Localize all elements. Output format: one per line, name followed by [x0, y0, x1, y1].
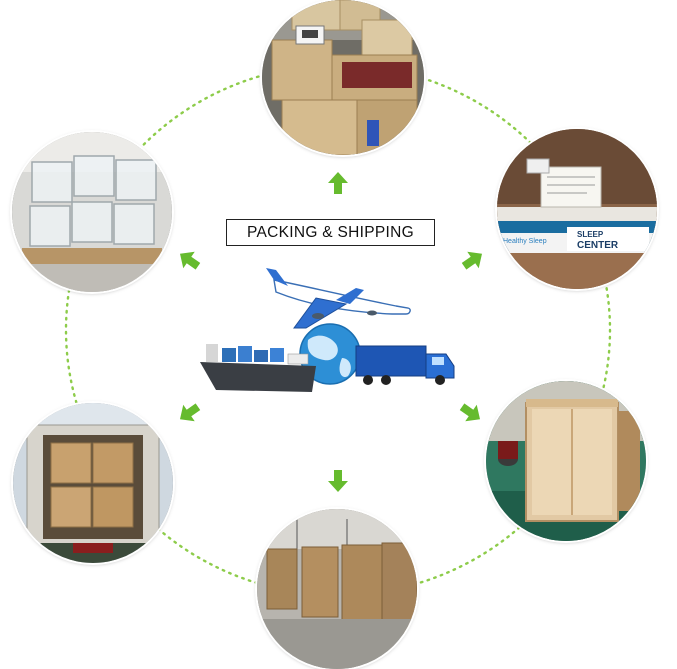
arrow-lower-right-icon [456, 398, 487, 429]
arrow-down-icon [327, 470, 349, 492]
photo-warehouse [257, 509, 417, 669]
airplane-icon [266, 268, 411, 329]
label-sleep: SLEEP [577, 230, 604, 239]
arrow-up-icon [327, 172, 349, 194]
arrow-upper-left-icon [174, 245, 205, 276]
transport-illustration [196, 262, 466, 422]
photo-frames [12, 132, 172, 292]
label-center: CENTER [577, 240, 619, 251]
label-brand: Healthy Sleep [503, 238, 547, 245]
arrow-lower-left-icon [174, 398, 205, 429]
packing-shipping-title: PACKING & SHIPPING [226, 219, 435, 246]
packing-shipping-infographic: Healthy Sleep SLEEP CENTER [12, 0, 657, 669]
photo-container-truck [13, 403, 173, 563]
photo-label: Healthy Sleep SLEEP CENTER [497, 129, 657, 289]
photo-wooden-crate [486, 381, 646, 541]
cargo-ship-icon [200, 344, 316, 392]
photo-cartons [262, 0, 424, 155]
truck-icon [355, 345, 455, 385]
arrow-upper-right-icon [458, 245, 489, 276]
